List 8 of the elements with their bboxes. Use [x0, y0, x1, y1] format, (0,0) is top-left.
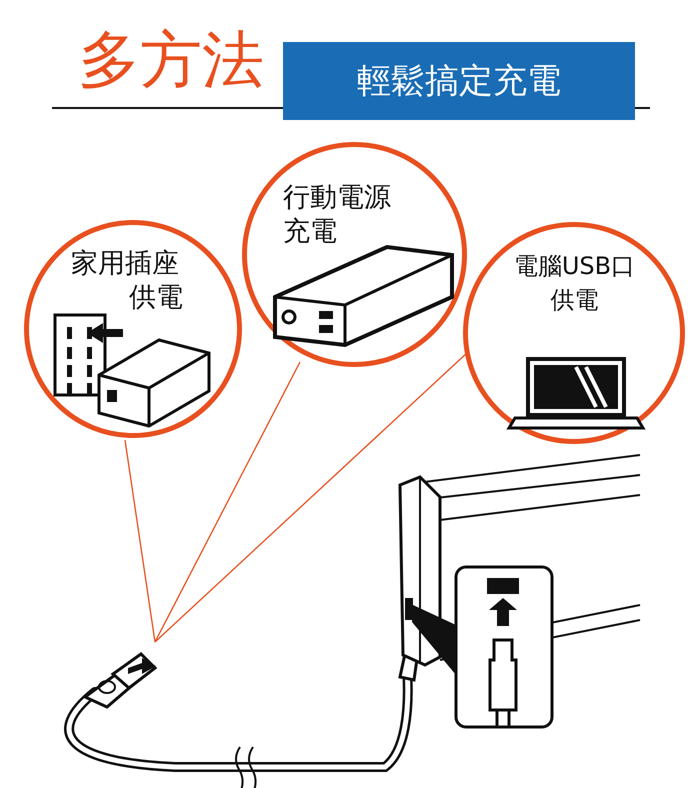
- leader-line: [124, 440, 156, 642]
- callout-text: 行動電源充電: [283, 181, 392, 249]
- callout-text: 家用插座供電: [71, 247, 183, 315]
- leader-line: [154, 352, 468, 642]
- title-banner: 輕鬆搞定充電: [283, 42, 635, 120]
- callout-text: 電腦USB口供電: [512, 251, 636, 316]
- title: 多方法: [78, 22, 264, 98]
- leader-line: [154, 362, 301, 642]
